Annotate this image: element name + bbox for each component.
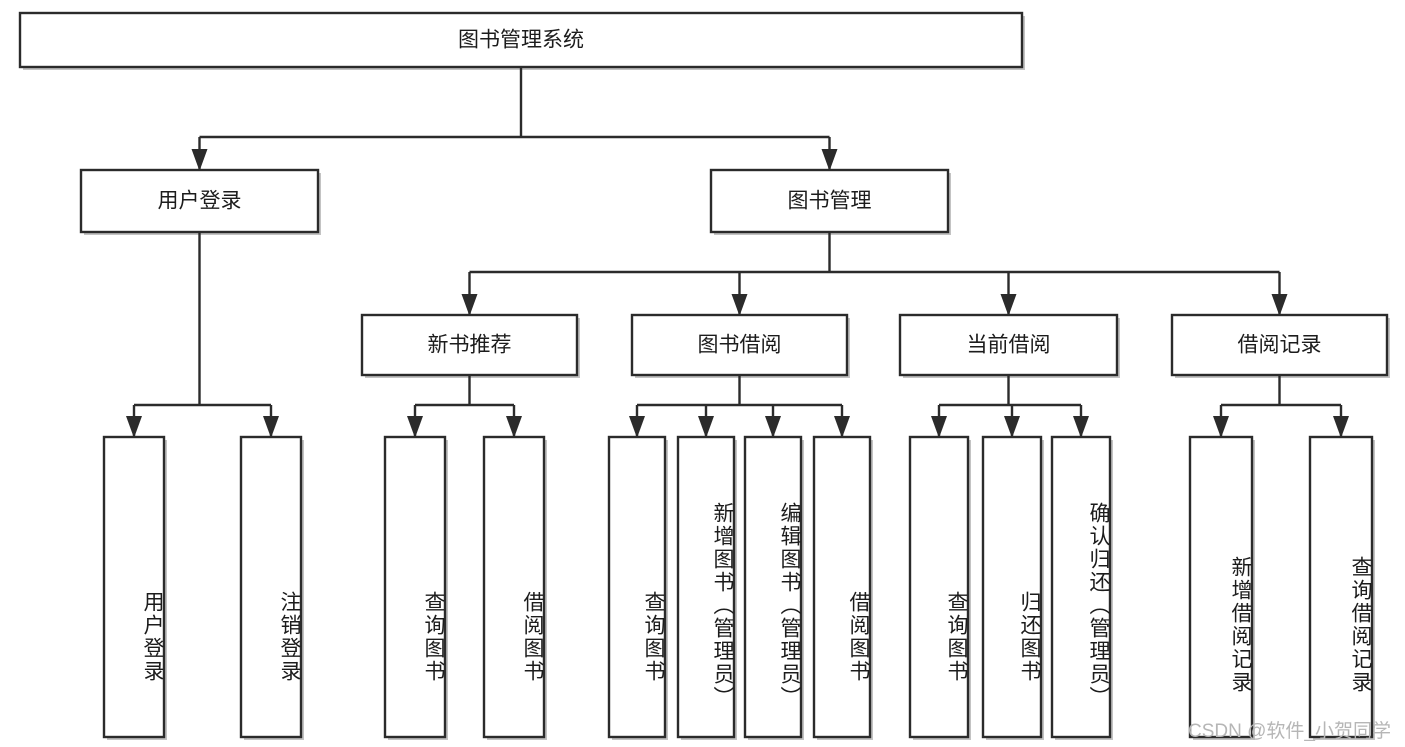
leaf-node-box-leaf-add-book[interactable] — [676, 435, 736, 739]
arrow-head-icon — [1213, 416, 1229, 438]
leaf-node-box-leaf-logout[interactable] — [239, 435, 303, 739]
arrow-head-icon — [834, 416, 850, 438]
root-node-label: 图书管理系统 — [458, 29, 584, 52]
leaf-node-box-leaf-add-record[interactable] — [1188, 435, 1254, 739]
arrow-head-icon — [1073, 416, 1089, 438]
leaf-node-box-leaf-query-book-3[interactable] — [908, 435, 970, 739]
leaf-node-box-leaf-edit-book[interactable] — [743, 435, 803, 739]
level3-node-box-book-borrow[interactable] — [630, 313, 849, 377]
root-node-box[interactable] — [18, 11, 1024, 69]
arrow-head-icon — [698, 416, 714, 438]
arrow-head-icon — [506, 416, 522, 438]
level3-node-label-borrow-record: 借阅记录 — [1238, 334, 1322, 357]
arrow-head-icon — [126, 416, 142, 438]
leaf-node-box-leaf-borrow-book-2[interactable] — [812, 435, 872, 739]
connector-layer — [126, 67, 1349, 438]
arrow-head-icon — [461, 294, 478, 316]
leaf-node-box-leaf-confirm-return[interactable] — [1050, 435, 1112, 739]
leaf-node-box-leaf-borrow-book-1[interactable] — [482, 435, 546, 739]
arrow-head-icon — [1333, 416, 1349, 438]
level3-node-box-current-borrow[interactable] — [898, 313, 1119, 377]
arrow-head-icon — [731, 294, 748, 316]
arrow-head-icon — [821, 149, 838, 171]
level3-node-label-book-borrow: 图书借阅 — [698, 334, 782, 357]
level2-node-label-user-login: 用户登录 — [158, 190, 242, 213]
csdn-watermark: CSDN @软件_小贺同学 — [1188, 721, 1391, 742]
box-layer — [18, 11, 1389, 739]
arrow-head-icon — [629, 416, 645, 438]
arrow-head-icon — [931, 416, 947, 438]
leaf-node-box-leaf-return-book[interactable] — [981, 435, 1043, 739]
level2-node-label-book-manage: 图书管理 — [788, 190, 872, 213]
arrow-head-icon — [191, 149, 208, 171]
arrow-head-icon — [1004, 416, 1020, 438]
arrow-head-icon — [1271, 294, 1288, 316]
leaf-node-box-leaf-query-book-2[interactable] — [607, 435, 667, 739]
arrow-head-icon — [1000, 294, 1017, 316]
arrow-head-icon — [407, 416, 423, 438]
level3-node-box-new-book-rec[interactable] — [360, 313, 579, 377]
level3-node-label-current-borrow: 当前借阅 — [967, 334, 1051, 357]
arrow-head-icon — [765, 416, 781, 438]
level3-node-box-borrow-record[interactable] — [1170, 313, 1389, 377]
leaf-node-box-leaf-query-record[interactable] — [1308, 435, 1374, 739]
arrow-head-icon — [263, 416, 279, 438]
leaf-node-box-leaf-user-login[interactable] — [102, 435, 166, 739]
level3-node-label-new-book-rec: 新书推荐 — [428, 334, 512, 357]
leaf-node-box-leaf-query-book-1[interactable] — [383, 435, 447, 739]
level2-node-box-book-manage[interactable] — [709, 168, 950, 234]
level2-node-box-user-login[interactable] — [79, 168, 320, 234]
